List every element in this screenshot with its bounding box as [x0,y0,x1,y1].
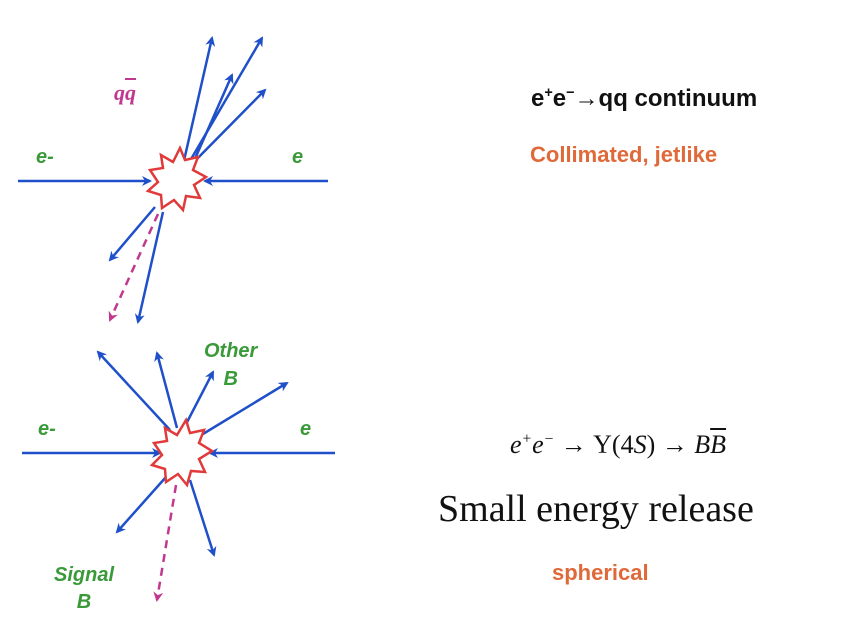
top-dashed-track [108,213,160,322]
bottom-process-title: e+e− → Υ(4S) → BB [510,430,727,459]
top-description: Collimated, jetlike [530,142,718,167]
top-burst [145,144,209,213]
top-electron-right-label: e [292,146,304,168]
bottom-electron-right-label: e [300,418,312,440]
qqbar-label: qq [114,80,136,105]
top-jet-tracks [108,36,267,324]
bottom-electron-left-label: e- [38,418,56,440]
bottom-description: Small energy release [438,488,754,530]
bottom-spherical-tracks [96,350,289,557]
bottom-shape-label: spherical [552,560,649,585]
bottom-signal-b-track [153,484,178,602]
top-process-title: e+e−→qq continuum [531,85,758,112]
signal-b-label: Signal B [54,564,115,613]
other-b-label: Other B [204,340,258,390]
top-electron-left-label: e- [36,146,54,168]
bottom-burst [149,416,215,488]
